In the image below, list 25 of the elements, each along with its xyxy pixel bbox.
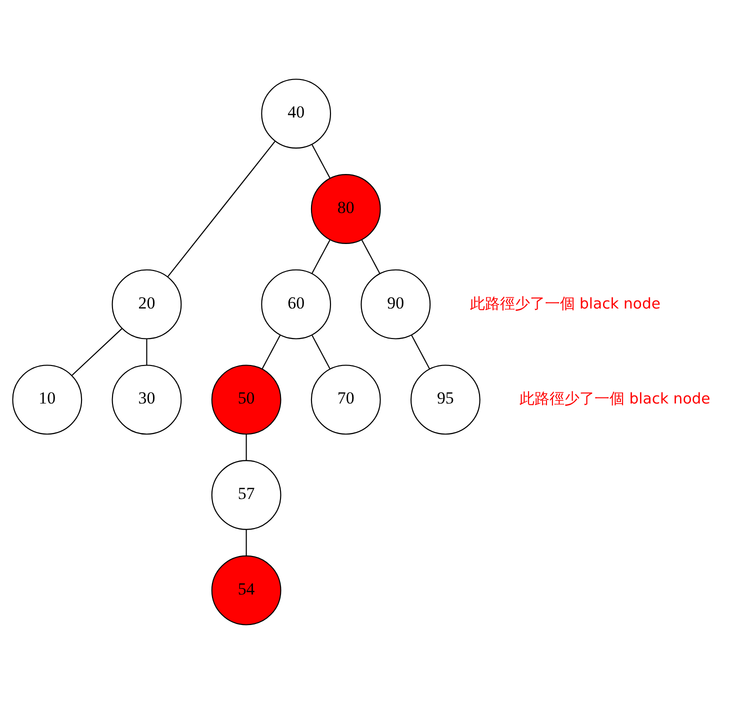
connector <box>246 434 247 460</box>
node-circle: 54 <box>211 555 282 626</box>
connector <box>246 530 247 556</box>
node-circle: 10 <box>12 364 82 435</box>
node-circle: 57 <box>211 460 282 530</box>
node-circle: 70 <box>310 364 381 435</box>
node-circle: 50 <box>211 364 282 435</box>
label: 此路徑少了一個 black node <box>520 390 710 408</box>
node-circle: 95 <box>410 364 480 435</box>
node-circle: 80 <box>310 174 381 244</box>
node-circle: 20 <box>112 269 182 340</box>
node-circle: 60 <box>261 269 332 340</box>
connector <box>71 328 122 376</box>
connector <box>167 141 276 278</box>
node-circle: 30 <box>112 364 182 435</box>
connector <box>312 144 331 179</box>
connector <box>311 240 330 274</box>
connector <box>411 335 430 370</box>
connector <box>262 335 281 370</box>
node-circle: 90 <box>360 269 431 340</box>
node-circle: 40 <box>261 78 332 149</box>
connector <box>312 335 331 370</box>
connector <box>361 240 380 274</box>
connector <box>146 339 148 365</box>
label: 此路徑少了一個 black node <box>470 295 660 312</box>
